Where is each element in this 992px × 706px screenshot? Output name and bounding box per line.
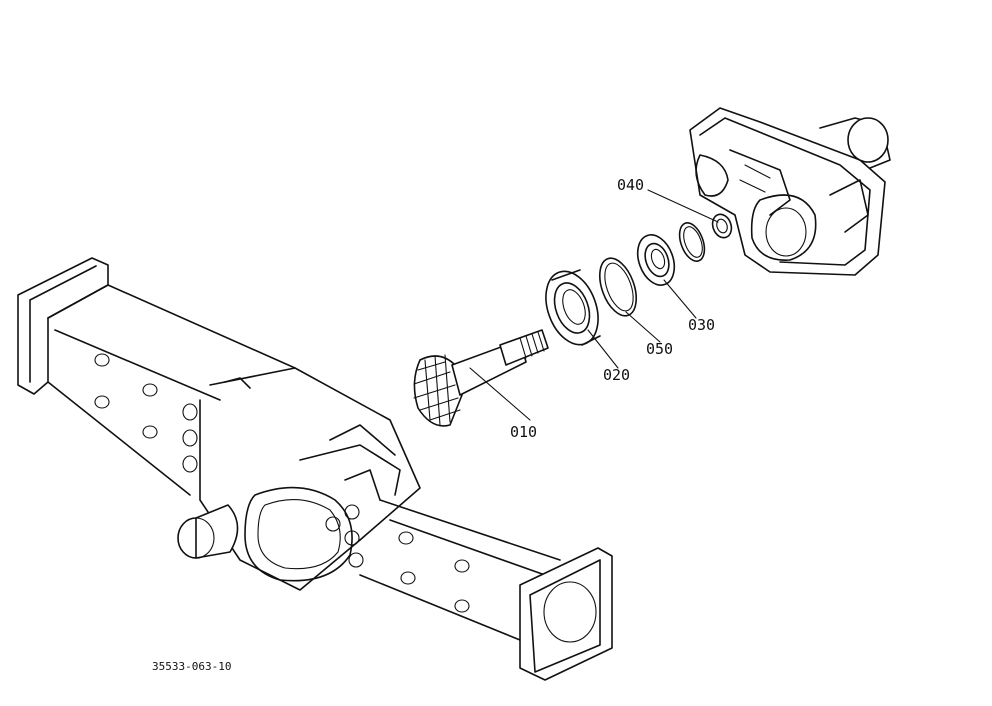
collar-040 [711,213,733,239]
leader-lines [469,189,719,421]
callout-030: 030 [688,316,715,334]
leader-010 [469,367,531,421]
snap-ring-small [678,222,706,262]
leader-030 [663,279,697,319]
leader-040 [647,189,719,223]
drawing-number: 35533-063-10 [152,660,231,673]
leader-050 [625,311,661,343]
callout-050: 050 [646,340,673,358]
ball-bearing-020 [545,269,601,346]
callout-040: 040 [617,176,644,194]
axle-housing [17,257,613,681]
callout-020: 020 [603,366,630,384]
gear-case [689,107,891,276]
callout-010: 010 [510,423,537,441]
bevel-pinion-shaft [413,329,549,427]
ball-bearing-030 [636,234,676,286]
snap-ring-050 [598,257,638,317]
leader-020 [587,329,619,369]
